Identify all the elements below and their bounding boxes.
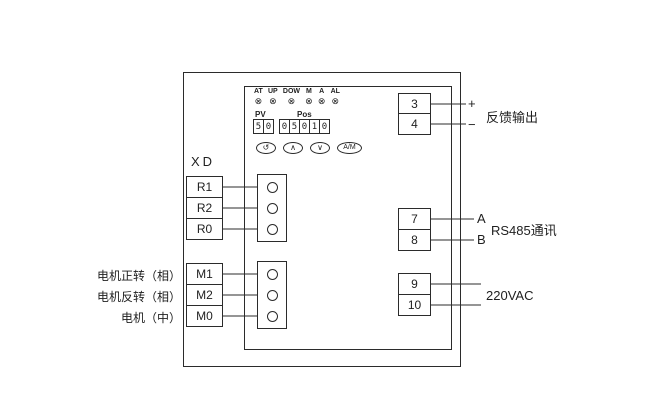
terminal-r0: R0 [186,218,223,240]
screw-terminal-icon [267,203,278,214]
terminal-r2: R2 [186,197,223,219]
terminal-4: 4 [398,113,431,135]
indicator-label: AL [330,88,340,95]
cycle-button: ↺ [256,142,276,154]
indicator-m: M ⊗ [305,88,313,106]
r-connector-block [257,174,287,242]
motor-neutral-label: 电机（中） [120,311,181,325]
panel-button-row: ↺ ∧ ∨ A/M [256,142,362,154]
terminal-m1: M1 [186,263,223,285]
terminal-7: 7 [398,208,431,230]
motor-forward-label: 电机正转（相） [96,269,181,283]
terminal-8: 8 [398,229,431,251]
screw-terminal-icon [267,269,278,280]
up-button: ∧ [283,142,303,154]
feedback-plus: + [468,96,476,111]
indicator-dow: DOW ⊗ [283,88,300,106]
indicator-a: A ⊗ [318,88,326,106]
terminal-r1: R1 [186,176,223,198]
indicator-lamp-icon: ⊗ [254,96,263,106]
auto-manual-button: A/M [337,142,362,154]
screw-terminal-icon [267,224,278,235]
xd-label: XD [191,154,216,169]
feedback-minus: − [468,117,476,132]
m-connector-block [257,261,287,329]
terminal-10: 10 [398,294,431,316]
pos-label: Pos [297,110,312,119]
indicator-row: AT ⊗ UP ⊗ DOW ⊗ M ⊗ A ⊗ AL ⊗ [254,88,340,106]
indicator-label: DOW [282,88,300,95]
indicator-label: UP [267,88,278,95]
indicator-label: M [306,88,312,95]
down-button: ∨ [310,142,330,154]
digital-display: 5 0 0 5 0 1 0 [253,119,330,134]
indicator-lamp-icon: ⊗ [269,96,277,106]
indicator-lamp-icon: ⊗ [305,96,313,106]
display-digit: 0 [263,119,274,134]
indicator-at: AT ⊗ [254,88,263,106]
indicator-lamp-icon: ⊗ [287,96,296,106]
indicator-al: AL ⊗ [331,88,340,106]
feedback-output-label: 反馈输出 [486,110,539,125]
terminal-9: 9 [398,273,431,295]
indicator-lamp-icon: ⊗ [331,96,340,106]
controller-panel [244,86,452,350]
rs485-label: RS485通讯 [491,223,557,238]
screw-terminal-icon [267,182,278,193]
indicator-up: UP ⊗ [268,88,278,106]
display-digit: 0 [319,119,330,134]
pv-display: 5 0 [253,119,274,134]
power-label: 220VAC [486,288,534,303]
motor-reverse-label: 电机反转（相） [96,290,181,304]
screw-terminal-icon [267,290,278,301]
pos-display: 0 5 0 1 0 [279,119,330,134]
rs485-line-a: A [477,211,486,226]
terminal-3: 3 [398,93,431,114]
device-outline [183,72,461,367]
indicator-label: A [319,88,325,95]
rs485-line-b: B [477,232,486,247]
indicator-label: AT [254,88,263,95]
indicator-lamp-icon: ⊗ [317,96,326,106]
screw-terminal-icon [267,311,278,322]
pv-label: PV [255,110,266,119]
terminal-m0: M0 [186,305,223,327]
terminal-m2: M2 [186,284,223,306]
